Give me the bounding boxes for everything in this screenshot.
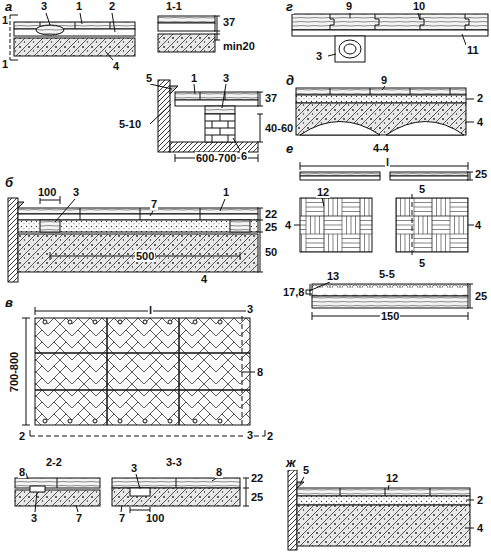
- section-mark: 3-3: [165, 456, 183, 468]
- section-mark: 5: [418, 183, 426, 195]
- callout-number: 4: [112, 60, 120, 72]
- panel-e: [294, 162, 474, 320]
- dimension-label: 150: [380, 310, 400, 322]
- dimension-label: 5-10: [118, 118, 142, 130]
- dimension-label: 25: [250, 491, 264, 503]
- panel-letter: г: [285, 0, 294, 14]
- panel-b: [8, 196, 263, 282]
- callout-number: 3: [72, 186, 80, 198]
- panel-g: [292, 13, 488, 62]
- section-mark: 5-5: [378, 268, 396, 280]
- callout-number: 5: [302, 464, 310, 476]
- section-mark: 4-4: [372, 142, 390, 154]
- callout-number: 3: [315, 50, 323, 62]
- callout-number: 2: [476, 92, 484, 104]
- callout-number: 7: [150, 198, 158, 210]
- dimension-label: l: [148, 304, 153, 316]
- callout-number: 3: [222, 72, 230, 84]
- callout-number: 8: [215, 466, 223, 478]
- section-mark: 3: [246, 429, 254, 441]
- dimension-label: 37: [222, 16, 236, 28]
- dimension-label: 100: [145, 512, 165, 524]
- callout-number: 3: [40, 0, 48, 12]
- callout-number: 9: [345, 0, 353, 12]
- dimension-label: 25: [474, 290, 488, 302]
- callout-number: 3: [130, 462, 138, 474]
- callout-number: 2: [108, 0, 116, 12]
- section-mark: 1: [1, 14, 9, 26]
- callout-number: 8: [18, 466, 26, 478]
- section-mark: 2: [18, 430, 26, 442]
- section-mark: 3: [246, 303, 254, 315]
- callout-number: 1: [190, 72, 198, 84]
- callout-number: 2: [476, 494, 484, 506]
- section-mark: 4: [284, 219, 292, 231]
- panel-zh: [288, 470, 474, 550]
- dimension-label: 50: [264, 246, 278, 258]
- panel-a: [10, 13, 263, 162]
- dimension-label: 700-800: [8, 351, 20, 393]
- panel-letter: а: [4, 0, 13, 14]
- panel-d: [296, 86, 474, 135]
- dimension-label: 22: [250, 472, 264, 484]
- section-mark: 4: [474, 219, 482, 231]
- panel-letter: б: [4, 176, 14, 190]
- section-mark: 1-1: [165, 0, 183, 12]
- panel-letter: ж: [285, 456, 297, 470]
- section-mark: 5: [418, 257, 426, 269]
- panel-v: [15, 307, 265, 513]
- section-mark: 2: [266, 430, 274, 442]
- callout-number: 10: [412, 0, 426, 12]
- dimension-label: 500: [135, 250, 155, 262]
- callout-number: 3: [30, 512, 38, 524]
- callout-number: 5: [145, 72, 153, 84]
- callout-number: 11: [466, 44, 480, 56]
- panel-letter: в: [4, 296, 14, 310]
- callout-number: 1: [222, 186, 230, 198]
- callout-number: 12: [316, 186, 330, 198]
- section-mark: 1: [1, 58, 9, 70]
- panel-letter: е: [285, 142, 294, 156]
- dimension-label: 600-700: [195, 152, 237, 164]
- dimension-label: min20: [222, 40, 256, 52]
- callout-number: 8: [256, 366, 264, 378]
- callout-number: 13: [326, 270, 340, 282]
- callout-number: 4: [200, 273, 208, 285]
- dimension-label: 25: [474, 168, 488, 180]
- dimension-label: l: [385, 156, 390, 168]
- dimension-label: 22: [264, 208, 278, 220]
- dimension-label: 40-60: [264, 122, 294, 134]
- dimension-label: 100: [37, 186, 57, 198]
- callout-number: 4: [476, 522, 484, 534]
- callout-number: 12: [385, 472, 399, 484]
- section-mark: 2-2: [45, 456, 63, 468]
- panel-letter: д: [285, 74, 295, 88]
- callout-number: 4: [476, 116, 484, 128]
- callout-number: 9: [380, 74, 388, 86]
- dimension-label: 25: [264, 221, 278, 233]
- callout-number: 1: [75, 0, 83, 12]
- dimension-label: 17,8: [282, 286, 305, 298]
- callout-number: 6: [240, 150, 248, 162]
- callout-number: 7: [118, 512, 126, 524]
- callout-number: 7: [75, 512, 83, 524]
- dimension-label: 37: [264, 92, 278, 104]
